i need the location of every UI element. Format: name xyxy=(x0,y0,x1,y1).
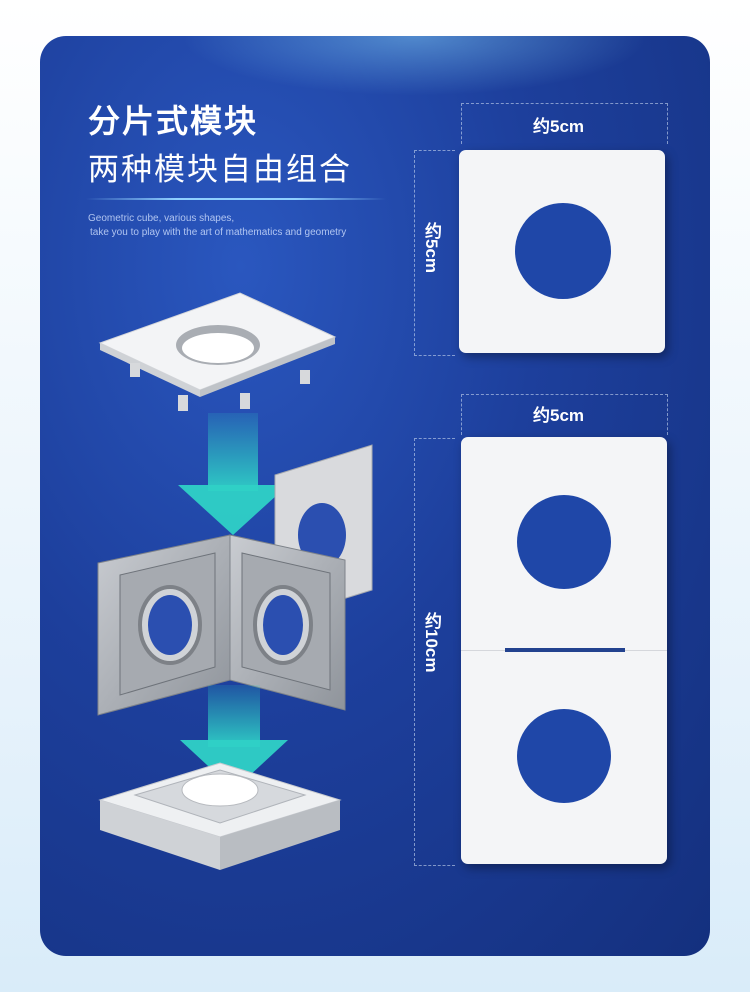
title-sub: 两种模块自由组合 xyxy=(88,152,352,188)
cube-left-wall xyxy=(97,534,231,716)
cube-right-wall xyxy=(229,534,346,711)
description-line-1: Geometric cube, various shapes, xyxy=(88,213,235,224)
large-height-bracket xyxy=(414,438,455,866)
top-plate xyxy=(98,292,337,411)
large-module-hole-top xyxy=(517,495,611,589)
fold-slot xyxy=(505,648,625,652)
large-width-bracket xyxy=(461,394,668,435)
description-line-2: take you to play with the art of mathema… xyxy=(90,227,347,238)
large-module-hole-bottom xyxy=(517,709,611,803)
small-height-bracket xyxy=(414,150,455,356)
small-width-bracket xyxy=(461,103,668,144)
small-height-label: 约5cm xyxy=(422,222,441,274)
small-width-label: 约5cm xyxy=(533,117,585,136)
title-main: 分片式模块 xyxy=(88,102,259,140)
large-width-label: 约5cm xyxy=(533,406,585,425)
top-glow xyxy=(180,36,650,96)
title-divider xyxy=(86,198,386,200)
large-height-label: 约10cm xyxy=(422,612,441,673)
small-module-hole xyxy=(515,203,611,299)
arrow-down-bottom xyxy=(180,685,288,790)
assembly-illustration xyxy=(97,292,373,870)
description: Geometric cube, various shapes, take you… xyxy=(88,212,346,240)
bottom-tray xyxy=(98,762,342,870)
arrow-down-top xyxy=(178,413,288,535)
large-module-card xyxy=(461,437,667,864)
small-module-card xyxy=(459,150,665,353)
